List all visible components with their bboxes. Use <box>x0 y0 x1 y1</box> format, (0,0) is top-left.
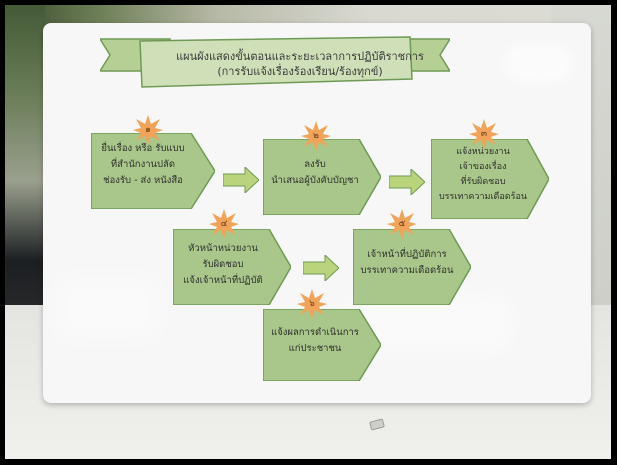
step-4-text: หัวหน้าหน่วยงาน รับผิดชอบ แจ้งเจ้าหน้าที… <box>171 241 275 289</box>
arrow-right-icon <box>303 255 339 281</box>
step-text-line: รับผิดชอบ <box>202 259 244 270</box>
step-6-star-badge <box>297 289 327 319</box>
step-text-line: บรรเทาความเดือดร้อน <box>360 265 454 276</box>
step-3-star-badge <box>469 119 499 149</box>
step-2-number: ๒ <box>313 131 319 141</box>
step-text-line: ที่รับผิดชอบ <box>460 177 506 187</box>
step-2-box <box>263 139 381 215</box>
step-1-text: ยื่นเรื่อง หรือ รับแบบ ที่สำนักงานปลัด ช… <box>89 141 197 189</box>
glare-reflection <box>503 43 573 83</box>
step-text-line: ช่องรับ - ส่ง หนังสือ <box>103 175 183 186</box>
step-text-line: ที่สำนักงานปลัด <box>110 159 176 170</box>
step-6-box <box>263 309 381 381</box>
step-text-line: เจ้าของเรื่อง <box>459 162 507 172</box>
step-text-line: หัวหน้าหน่วยงาน <box>188 243 258 254</box>
step-text-line: ยื่นเรื่อง หรือ รับแบบ <box>101 143 185 154</box>
step-4-star-badge <box>209 209 239 239</box>
step-text-line: แจ้งผลการดำเนินการ <box>271 327 359 338</box>
background-left-wall <box>5 5 45 325</box>
step-text-line: เจ้าหน้าที่ปฏิบัติการ <box>367 249 447 260</box>
photo-frame: แผนผังแสดงขั้นตอนและระยะเวลาการปฏิบัติรา… <box>5 5 611 459</box>
step-text-line: บรรเทาความเดือดร้อน <box>438 192 528 202</box>
step-5-number: ๕ <box>398 219 406 229</box>
title-banner <box>100 36 450 88</box>
step-4-box <box>173 229 291 305</box>
arrow-right-icon <box>389 169 425 195</box>
step-1-number: ๑ <box>145 125 151 135</box>
poster-title-line1: แผนผังแสดงขั้นตอนและระยะเวลาการปฏิบัติรา… <box>176 50 424 63</box>
glare-reflection <box>53 273 163 343</box>
step-5-box <box>353 229 471 305</box>
step-text-line: นำเสนอผู้บังคับบัญชา <box>271 175 359 186</box>
step-2-star-badge <box>301 121 331 151</box>
poster-title-line2: (การรับแจ้งเรื่องร้องเรียน/ร้องทุกข์) <box>217 65 383 78</box>
step-3-box <box>431 139 549 219</box>
step-6-text: แจ้งผลการดำเนินการ แก่ประชาชน <box>265 325 365 357</box>
step-text-line: แจ้งหน่วยงาน <box>456 147 510 157</box>
step-4-number: ๔ <box>220 219 228 229</box>
step-1-box <box>91 133 215 209</box>
poster-title: แผนผังแสดงขั้นตอนและระยะเวลาการปฏิบัติรา… <box>165 49 435 79</box>
step-text-line: แก่ประชาชน <box>288 343 342 354</box>
step-text-line: ลงรับ <box>304 159 326 170</box>
step-2-text: ลงรับ นำเสนอผู้บังคับบัญชา <box>265 157 365 189</box>
step-1-star-badge <box>133 115 163 145</box>
arrow-right-icon <box>223 167 259 193</box>
step-3-text: แจ้งหน่วยงาน เจ้าของเรื่อง ที่รับผิดชอบ … <box>431 145 535 205</box>
step-5-text: เจ้าหน้าที่ปฏิบัติการ บรรเทาความเดือดร้อ… <box>355 247 459 279</box>
step-text-line: แจ้งเจ้าหน้าที่ปฏิบัติ <box>183 275 263 286</box>
step-5-star-badge <box>387 209 417 239</box>
step-6-number: ๖ <box>309 299 315 309</box>
step-3-number: ๓ <box>480 129 488 139</box>
